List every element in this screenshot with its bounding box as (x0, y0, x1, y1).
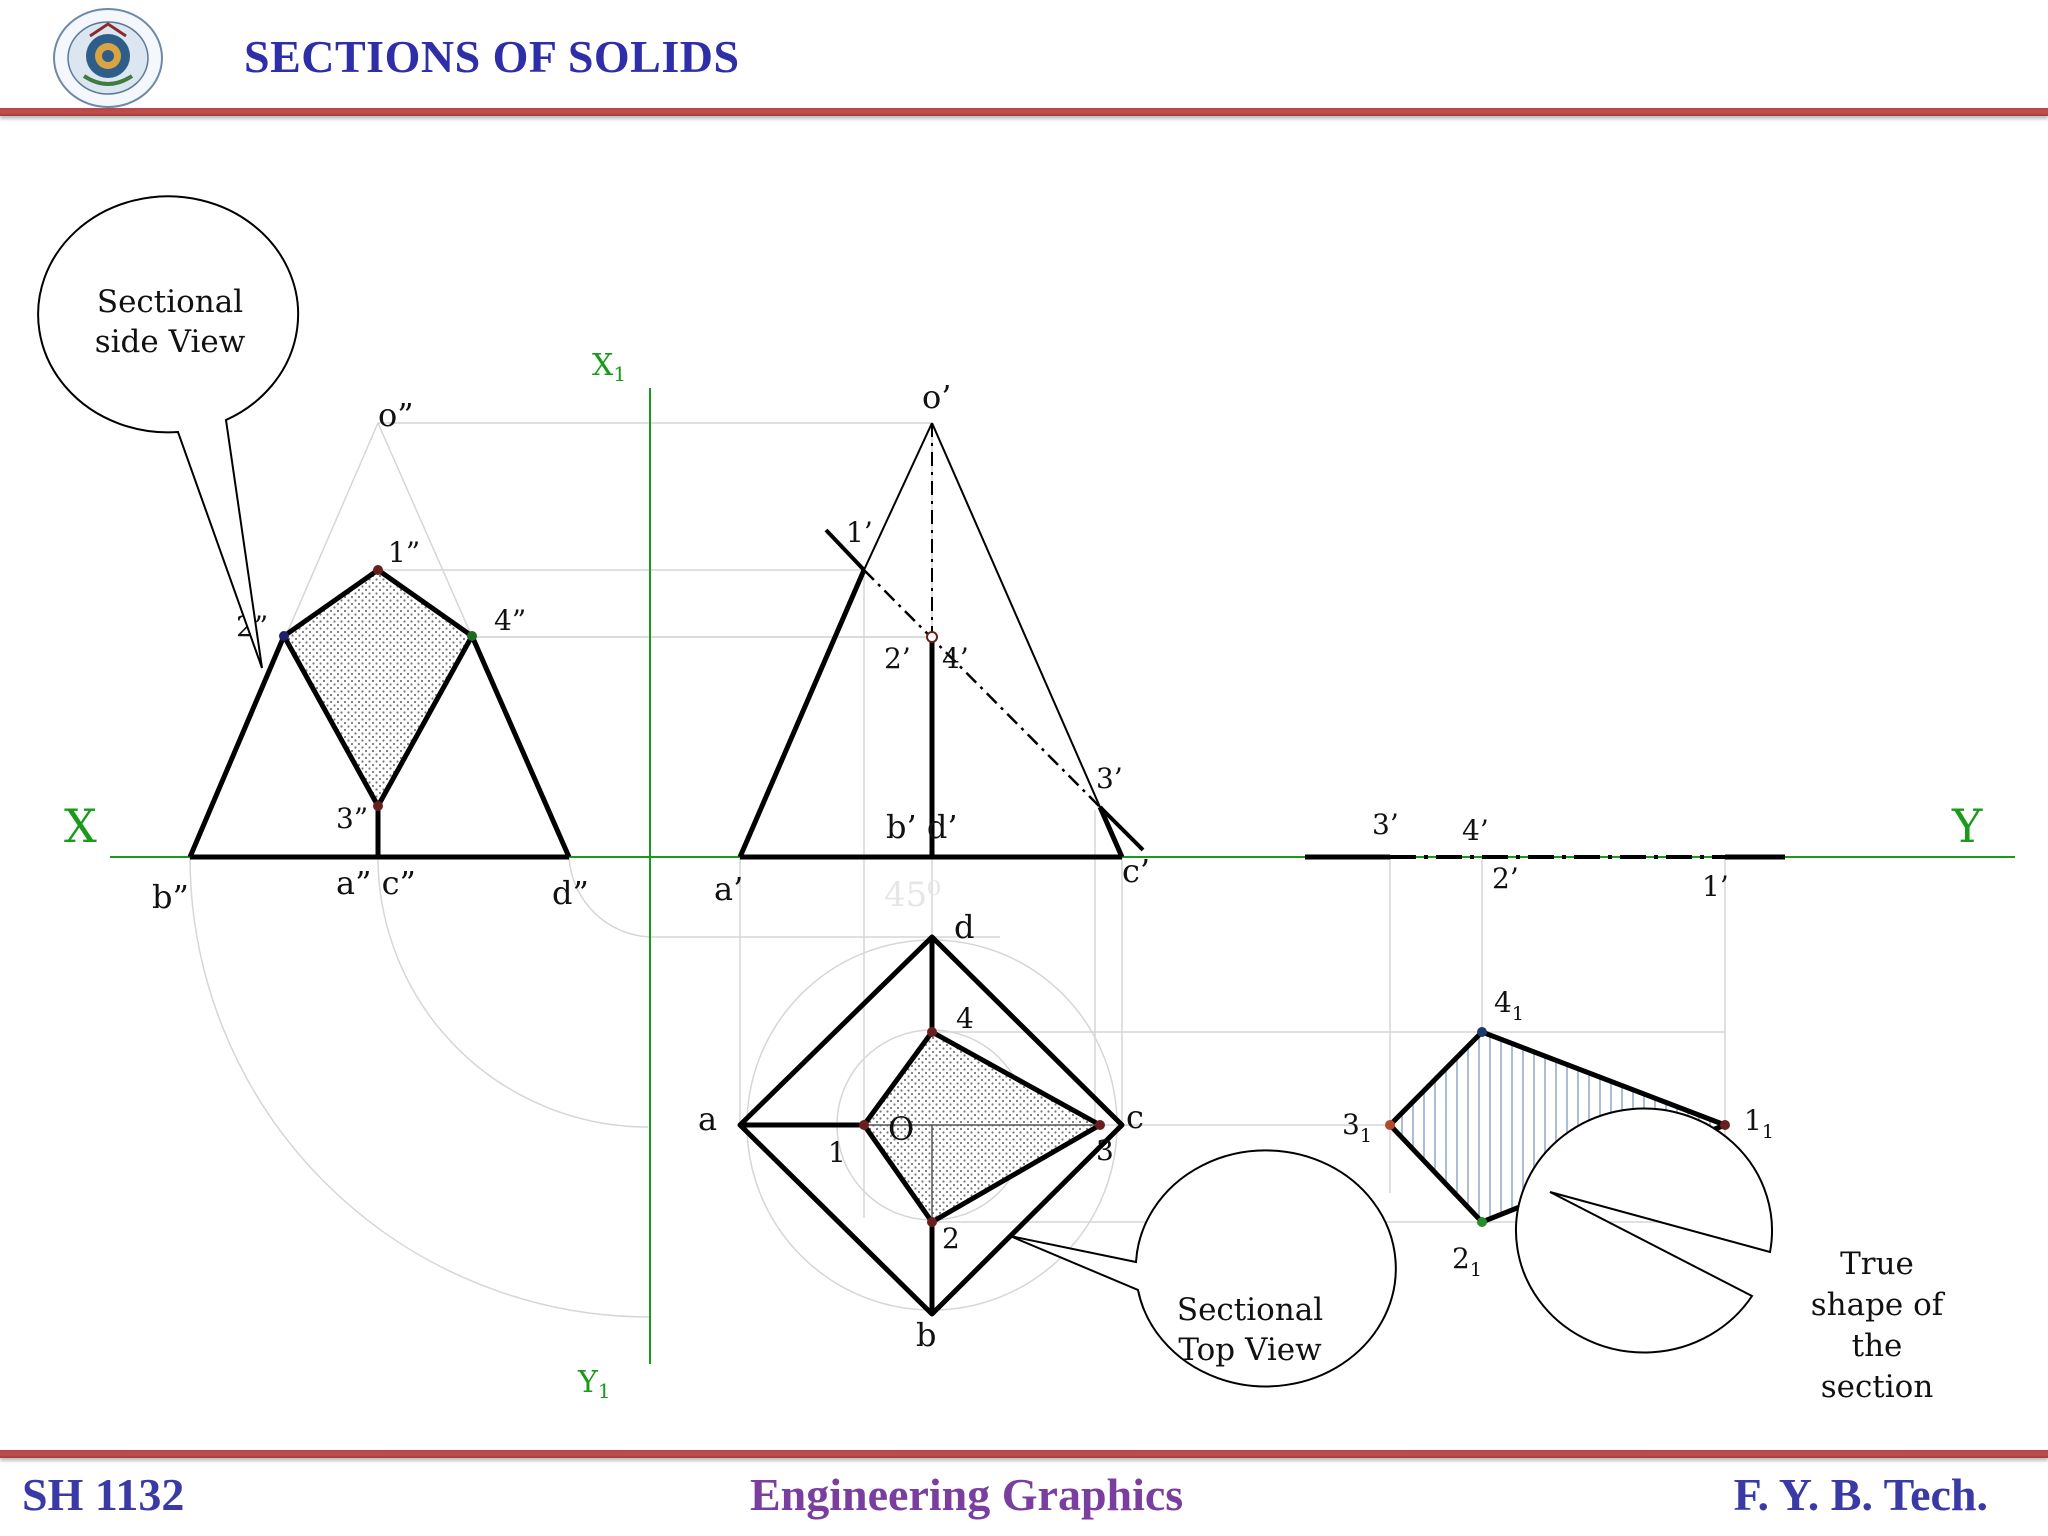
label-1-top: 1 (828, 1136, 846, 1169)
svg-text:side View: side View (95, 324, 246, 360)
angle-label: 45⁰ (884, 875, 941, 915)
footer-subject: Engineering Graphics (750, 1469, 1184, 1520)
label-o-side: o” (378, 396, 414, 434)
label-4-front: 4’ (942, 642, 969, 675)
callout-sectional-top-view: Sectional Top View (1009, 1149, 1397, 1388)
label-1-front: 1’ (846, 516, 873, 549)
svg-text:the: the (1852, 1328, 1903, 1364)
label-2-front: 2’ (884, 642, 911, 675)
label-4-side: 4” (494, 604, 526, 637)
svg-text:Sectional: Sectional (97, 284, 243, 320)
label-ac-side: a” c” (336, 864, 416, 902)
svg-text:shape of: shape of (1811, 1287, 1946, 1323)
true-shape-of-section: 41 31 11 21 (1342, 986, 1774, 1281)
x1-label: X1 (592, 348, 626, 386)
label-1-true: 11 (1744, 1104, 1774, 1143)
x-label: X (64, 799, 97, 853)
label-c-front: c’ (1122, 852, 1150, 890)
callout-sectional-side-view: Sectional side View (37, 195, 300, 669)
callout-true-shape: True shape of the section (1515, 1107, 1946, 1405)
footer-divider (0, 1450, 2048, 1458)
front-view: o’ 1’ 2’ 4’ 3’ b’ d’ a’ c’ 45⁰ (714, 378, 1150, 915)
svg-text:True: True (1840, 1246, 1914, 1282)
label-3-aux: 3’ (1372, 808, 1399, 841)
label-3-side: 3” (336, 802, 368, 835)
top-section-hatch (864, 1032, 1100, 1222)
svg-text:Sectional: Sectional (1177, 1292, 1323, 1328)
label-d-side: d” (552, 874, 589, 912)
label-3-front: 3’ (1096, 762, 1123, 795)
label-a-front: a’ (714, 870, 743, 908)
label-4-top: 4 (956, 1002, 974, 1035)
svg-text:section: section (1821, 1369, 1934, 1405)
label-4-aux: 4’ (1462, 814, 1489, 847)
y1-label: Y1 (577, 1365, 611, 1403)
label-1-side: 1” (388, 536, 420, 569)
label-3-top: 3 (1096, 1134, 1114, 1167)
y-label: Y (1951, 799, 1983, 853)
label-2-top: 2 (942, 1222, 960, 1255)
institute-logo-icon (53, 8, 163, 108)
slide-header: SECTIONS OF SOLIDS (0, 0, 2048, 125)
label-1-aux: 1’ (1702, 870, 1729, 903)
label-a-top: a (698, 1100, 717, 1138)
label-d-top: d (954, 908, 974, 946)
side-section-hatch (284, 570, 472, 806)
label-b-top: b (916, 1316, 936, 1354)
sectional-side-view: o” 1” 2” 3” 4” b” a” c” d” (152, 396, 589, 916)
label-3-true: 31 (1342, 1108, 1372, 1147)
sectional-top-view: d a c b O 1 2 3 4 (698, 908, 1144, 1354)
label-2-aux: 2’ (1492, 862, 1519, 895)
header-divider (0, 108, 2048, 116)
label-o-front: o’ (922, 378, 951, 416)
label-bd-front: b’ d’ (886, 808, 957, 846)
page-title: SECTIONS OF SOLIDS (244, 31, 740, 82)
footer-course-code: SH 1132 (22, 1469, 185, 1520)
auxiliary-section-line: 3’ 4’ 2’ 1’ (1305, 808, 1785, 903)
label-2-true: 21 (1452, 1242, 1482, 1281)
label-c-top: c (1126, 1098, 1144, 1136)
label-o-top: O (888, 1110, 914, 1148)
svg-text:Top View: Top View (1178, 1332, 1322, 1368)
label-b-side: b” (152, 878, 189, 916)
footer-program: F. Y. B. Tech. (1733, 1469, 1988, 1520)
label-4-true: 41 (1494, 986, 1524, 1025)
